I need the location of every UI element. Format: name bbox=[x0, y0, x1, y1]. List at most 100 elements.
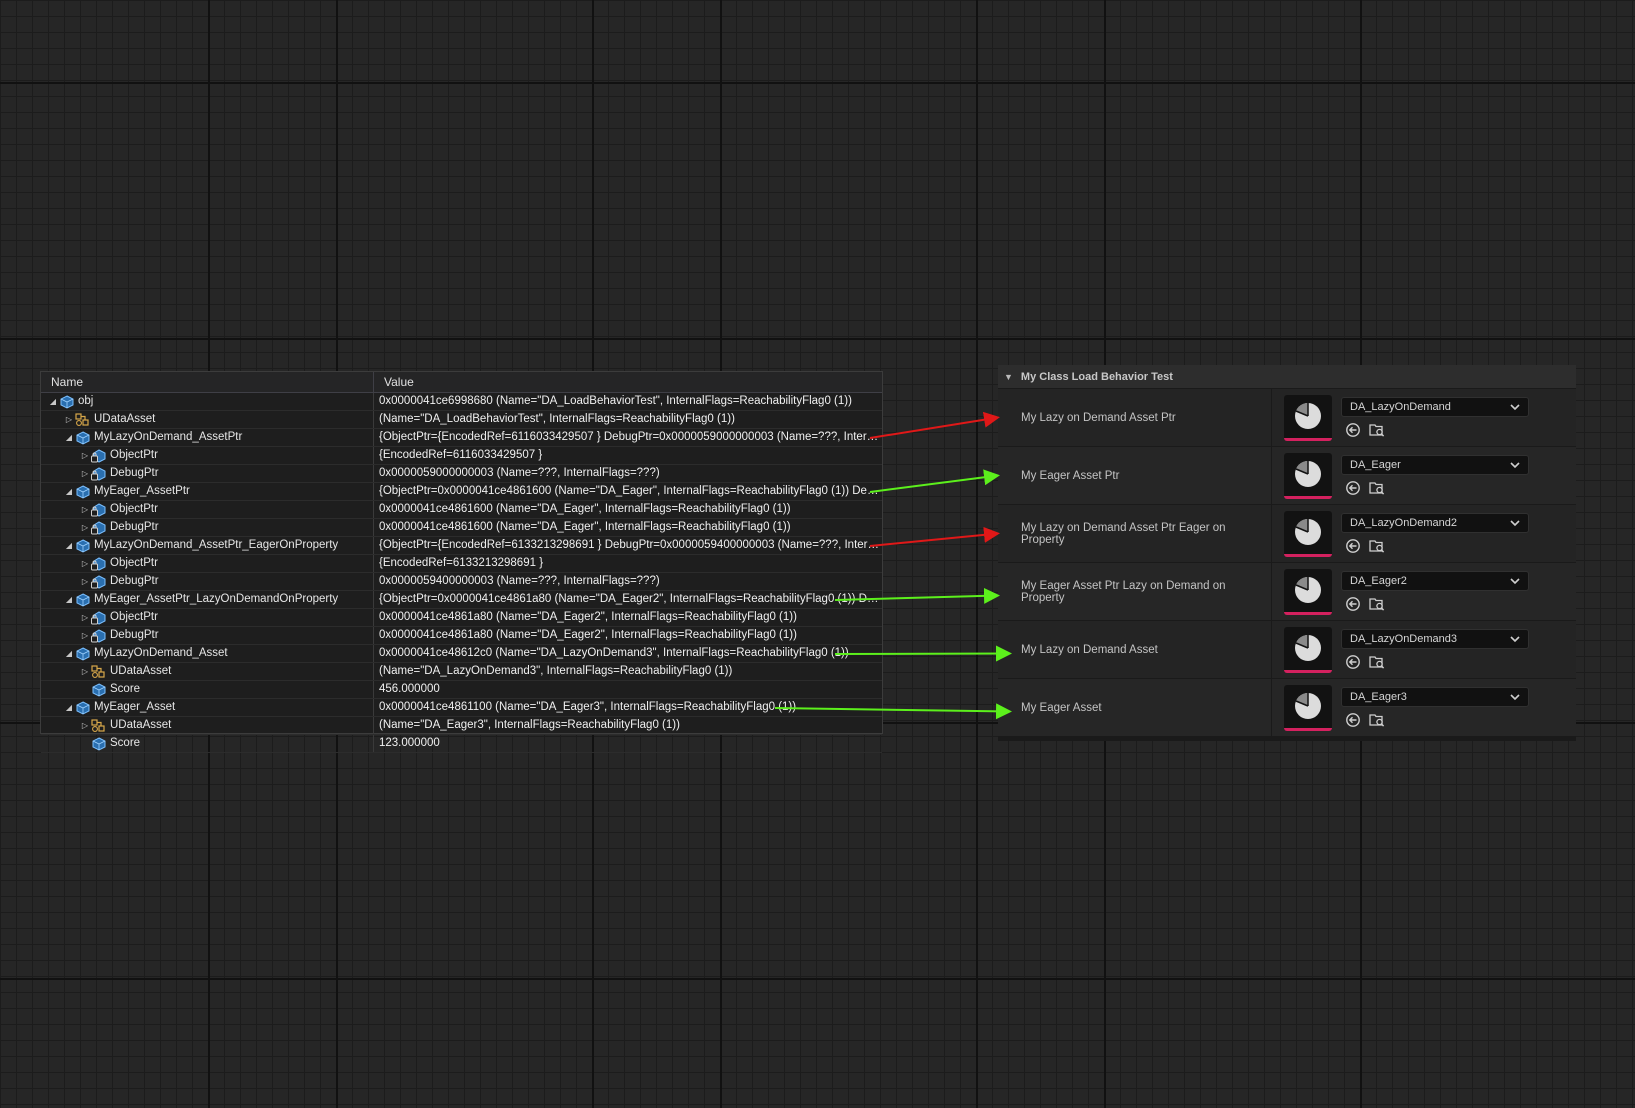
watch-item-value[interactable]: {ObjectPtr={EncodedRef=6133213298691 } D… bbox=[379, 539, 882, 551]
column-header-name[interactable]: Name bbox=[41, 372, 374, 392]
use-selected-arrow-icon[interactable] bbox=[1345, 422, 1361, 438]
asset-combo[interactable]: DA_Eager bbox=[1341, 455, 1529, 475]
expanded-triangle-icon[interactable]: ◢ bbox=[65, 703, 73, 712]
watch-item-value[interactable]: 0x0000041ce4861600 (Name="DA_Eager", Int… bbox=[379, 503, 791, 515]
watch-item-value[interactable]: (Name="DA_LoadBehaviorTest", InternalFla… bbox=[379, 413, 735, 425]
use-selected-arrow-icon[interactable] bbox=[1345, 538, 1361, 554]
watch-item-value[interactable]: (Name="DA_Eager3", InternalFlags=Reachab… bbox=[379, 719, 680, 731]
watch-row[interactable]: ▷UDataAsset(Name="DA_Eager3", InternalFl… bbox=[41, 717, 882, 735]
watch-item-value[interactable]: 0x0000041ce4861600 (Name="DA_Eager", Int… bbox=[379, 521, 791, 533]
watch-row[interactable]: ◢MyEager_AssetPtr_LazyOnDemandOnProperty… bbox=[41, 591, 882, 609]
object-icon bbox=[75, 700, 90, 715]
details-panel: ▼ My Class Load Behavior Test My Lazy on… bbox=[998, 365, 1576, 741]
chevron-down-icon bbox=[1510, 461, 1520, 468]
annotation-arrow bbox=[869, 411, 1000, 439]
collapsed-triangle-icon[interactable]: ▷ bbox=[81, 613, 89, 622]
watch-item-value[interactable]: {ObjectPtr=0x0000041ce4861600 (Name="DA_… bbox=[379, 485, 882, 497]
watch-row[interactable]: ◢MyEager_AssetPtr {ObjectPtr=0x0000041ce4… bbox=[41, 483, 882, 501]
browse-asset-icon[interactable] bbox=[1369, 712, 1385, 728]
asset-thumbnail[interactable] bbox=[1284, 510, 1332, 557]
asset-thumbnail[interactable] bbox=[1284, 452, 1332, 499]
collapsed-triangle-icon[interactable]: ▷ bbox=[81, 451, 89, 460]
data-asset-pie-icon bbox=[1295, 519, 1321, 545]
collapsed-triangle-icon[interactable]: ▷ bbox=[81, 631, 89, 640]
collapsed-triangle-icon[interactable]: ▷ bbox=[81, 469, 89, 478]
private-field-icon bbox=[91, 520, 106, 535]
expanded-triangle-icon[interactable]: ◢ bbox=[65, 649, 73, 658]
watch-item-value[interactable]: 0x0000059400000003 (Name=???, InternalFl… bbox=[379, 575, 660, 587]
watch-item-value[interactable]: (Name="DA_LazyOnDemand3", InternalFlags=… bbox=[379, 665, 733, 677]
collapsed-triangle-icon[interactable]: ▷ bbox=[81, 667, 89, 676]
browse-asset-icon[interactable] bbox=[1369, 596, 1385, 612]
property-label: My Eager Asset Ptr bbox=[998, 447, 1272, 504]
watch-item-value[interactable]: 123.000000 bbox=[379, 737, 440, 749]
collapsed-triangle-icon[interactable]: ▷ bbox=[65, 415, 73, 424]
watch-item-value[interactable]: 0x0000059000000003 (Name=???, InternalFl… bbox=[379, 467, 660, 479]
collapsed-triangle-icon[interactable]: ▷ bbox=[81, 505, 89, 514]
watch-item-value[interactable]: 0x0000041ce4861100 (Name="DA_Eager3", In… bbox=[379, 701, 797, 713]
watch-item-value[interactable]: 456.000000 bbox=[379, 683, 440, 695]
watch-item-value[interactable]: 0x0000041ce48612c0 (Name="DA_LazyOnDeman… bbox=[379, 647, 849, 659]
expander-spacer bbox=[79, 684, 91, 696]
watch-row[interactable]: ▷ ObjectPtr {EncodedRef=6116033429507 } bbox=[41, 447, 882, 465]
chevron-down-icon bbox=[1510, 635, 1520, 642]
expanded-triangle-icon[interactable]: ◢ bbox=[65, 487, 73, 496]
use-selected-arrow-icon[interactable] bbox=[1345, 712, 1361, 728]
expanded-triangle-icon[interactable]: ◢ bbox=[65, 541, 73, 550]
browse-asset-icon[interactable] bbox=[1369, 538, 1385, 554]
category-header[interactable]: ▼ My Class Load Behavior Test bbox=[998, 365, 1576, 388]
watch-item-value[interactable]: 0x0000041ce6998680 (Name="DA_LoadBehavio… bbox=[379, 395, 852, 407]
watch-row[interactable]: ▷UDataAsset(Name="DA_LoadBehaviorTest", … bbox=[41, 411, 882, 429]
watch-item-value[interactable]: {ObjectPtr=0x0000041ce4861a80 (Name="DA_… bbox=[379, 593, 882, 605]
browse-asset-icon[interactable] bbox=[1369, 480, 1385, 496]
asset-combo[interactable]: DA_LazyOnDemand2 bbox=[1341, 513, 1529, 533]
watch-row[interactable]: ▷ObjectPtr {EncodedRef=6133213298691 } bbox=[41, 555, 882, 573]
watch-row[interactable]: ◢MyLazyOnDemand_AssetPtr{ObjectPtr={Enco… bbox=[41, 429, 882, 447]
watch-name-cell: ▷ObjectPtr bbox=[41, 555, 374, 572]
browse-asset-icon[interactable] bbox=[1369, 422, 1385, 438]
expanded-triangle-icon[interactable]: ◢ bbox=[65, 433, 73, 442]
watch-row[interactable]: ◢MyLazyOnDemand_AssetPtr_EagerOnProperty… bbox=[41, 537, 882, 555]
collapsed-triangle-icon[interactable]: ▷ bbox=[81, 577, 89, 586]
watch-item-name: ObjectPtr bbox=[110, 449, 158, 461]
collapsed-triangle-icon[interactable]: ▷ bbox=[81, 523, 89, 532]
watch-item-value[interactable]: 0x0000041ce4861a80 (Name="DA_Eager2", In… bbox=[379, 611, 797, 623]
use-selected-arrow-icon[interactable] bbox=[1345, 596, 1361, 612]
use-selected-arrow-icon[interactable] bbox=[1345, 654, 1361, 670]
expanded-triangle-icon[interactable]: ◢ bbox=[49, 397, 57, 406]
browse-asset-icon[interactable] bbox=[1369, 654, 1385, 670]
column-header-value[interactable]: Value bbox=[384, 375, 414, 389]
watch-header: Name Value bbox=[41, 372, 882, 393]
asset-combo[interactable]: DA_LazyOnDemand bbox=[1341, 397, 1529, 417]
collapsed-triangle-icon[interactable]: ▷ bbox=[81, 721, 89, 730]
asset-combo[interactable]: DA_LazyOnDemand3 bbox=[1341, 629, 1529, 649]
asset-thumbnail[interactable] bbox=[1284, 394, 1332, 441]
watch-item-value[interactable]: {EncodedRef=6133213298691 } bbox=[379, 557, 544, 569]
expanded-triangle-icon[interactable]: ◢ bbox=[65, 595, 73, 604]
watch-name-cell: ◢MyEager_AssetPtr bbox=[41, 483, 374, 500]
asset-thumbnail[interactable] bbox=[1284, 568, 1332, 615]
data-asset-pie-icon bbox=[1295, 577, 1321, 603]
watch-item-value[interactable]: {EncodedRef=6116033429507 } bbox=[379, 449, 543, 461]
collapsed-triangle-icon[interactable]: ▷ bbox=[81, 559, 89, 568]
use-selected-arrow-icon[interactable] bbox=[1345, 480, 1361, 496]
asset-combo[interactable]: DA_Eager3 bbox=[1341, 687, 1529, 707]
asset-thumbnail[interactable] bbox=[1284, 684, 1332, 731]
watch-item-value[interactable]: {ObjectPtr={EncodedRef=6116033429507 } D… bbox=[379, 431, 882, 443]
watch-item-value[interactable]: 0x0000041ce4861a80 (Name="DA_Eager2", In… bbox=[379, 629, 797, 641]
asset-thumbnail[interactable] bbox=[1284, 626, 1332, 673]
asset-combo[interactable]: DA_Eager2 bbox=[1341, 571, 1529, 591]
watch-row[interactable]: ▷UDataAsset(Name="DA_LazyOnDemand3", Int… bbox=[41, 663, 882, 681]
collapse-triangle-icon[interactable]: ▼ bbox=[1004, 371, 1013, 382]
